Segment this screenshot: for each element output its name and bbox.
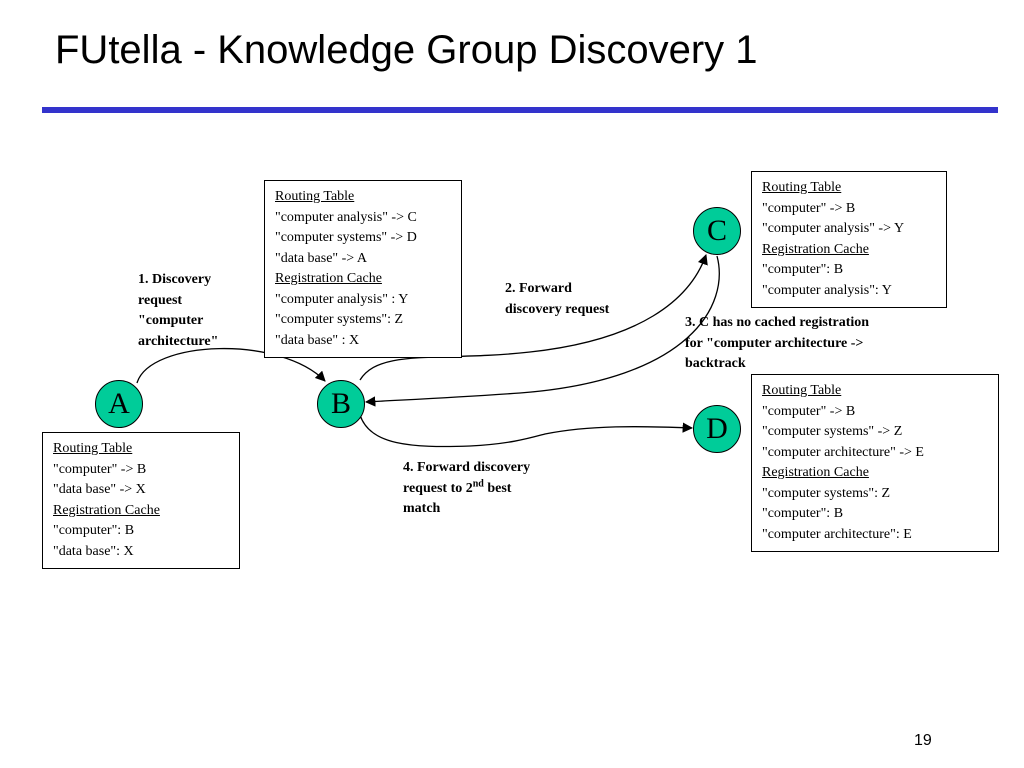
cache-entry: "computer analysis": Y	[762, 282, 892, 298]
routing-table-header: Routing Table	[762, 180, 842, 195]
routing-entry: "computer analysis" -> Y	[762, 221, 905, 236]
arrow-c-to-b	[364, 255, 720, 407]
routing-entry: "computer systems" -> D	[275, 230, 417, 245]
node-a-table: Routing Table "computer" -> B "data base…	[42, 432, 240, 569]
node-b-table: Routing Table "computer analysis" -> C "…	[264, 180, 462, 358]
node-d-table: Routing Table "computer" -> B "computer …	[751, 374, 999, 552]
node-c: C	[693, 207, 741, 255]
title-divider	[42, 107, 998, 113]
registration-cache-header: Registration Cache	[762, 465, 869, 480]
cache-entry: "data base" : X	[275, 332, 360, 348]
routing-table-header: Routing Table	[53, 441, 133, 456]
arrow-b-to-d	[359, 414, 694, 448]
cache-entry: "computer": B	[762, 262, 844, 277]
cache-entry: "data base": X	[53, 543, 134, 559]
routing-entry: "computer" -> B	[53, 461, 147, 477]
step-2-label: 2. Forward discovery request	[505, 281, 610, 317]
cache-entry: "computer analysis" : Y	[275, 291, 409, 307]
routing-entry: "computer" -> B	[762, 403, 856, 419]
routing-entry: "computer systems" -> Z	[762, 424, 903, 439]
arrow-b-to-c	[359, 254, 708, 381]
cache-entry: "computer": B	[53, 523, 135, 538]
routing-entry: "computer architecture" -> E	[762, 444, 924, 460]
routing-entry: "computer analysis" -> C	[275, 209, 417, 225]
cache-entry: "computer": B	[762, 506, 844, 521]
cache-entry: "computer architecture": E	[762, 526, 912, 542]
arrow-a-to-b	[136, 347, 326, 384]
step-3-label: 3. C has no cached registration for "com…	[685, 315, 870, 371]
routing-entry: "data base" -> A	[275, 250, 368, 266]
routing-entry: "computer" -> B	[762, 200, 856, 216]
node-a: A	[95, 380, 143, 428]
slide-title: FUtella - Knowledge Group Discovery 1	[55, 28, 758, 72]
registration-cache-header: Registration Cache	[275, 271, 382, 286]
node-b: B	[317, 380, 365, 428]
routing-entry: "data base" -> X	[53, 482, 146, 497]
node-d: D	[693, 405, 741, 453]
routing-table-header: Routing Table	[275, 189, 355, 204]
cache-entry: "computer systems": Z	[762, 485, 891, 501]
step-1-label: 1. Discovery request "computer architect…	[138, 272, 219, 349]
registration-cache-header: Registration Cache	[762, 241, 869, 257]
page-number: 19	[914, 732, 932, 749]
registration-cache-header: Registration Cache	[53, 502, 160, 518]
step-4-label: 4. Forward discovery request to 2nd best…	[403, 460, 531, 516]
routing-table-header: Routing Table	[762, 383, 842, 398]
cache-entry: "computer systems": Z	[275, 312, 404, 327]
node-c-table: Routing Table "computer" -> B "computer …	[751, 171, 947, 308]
